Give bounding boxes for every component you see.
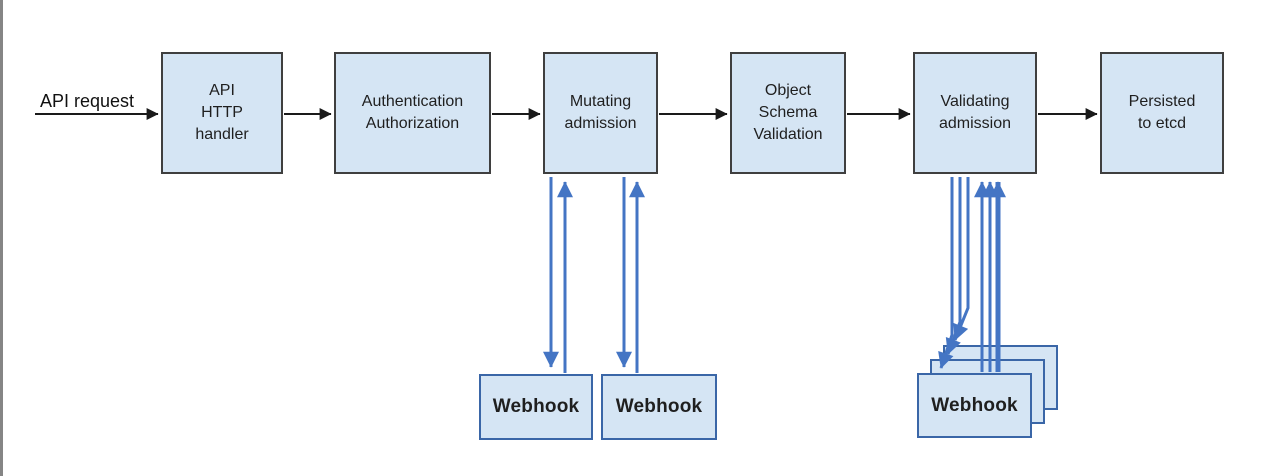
api-request-label: API request bbox=[40, 91, 135, 111]
node-label: Persisted to etcd bbox=[1128, 93, 1196, 132]
screen-edge-artifact bbox=[0, 0, 3, 476]
mutating-webhook-box-2: Webhook bbox=[601, 374, 717, 440]
node-api-http-handler: API HTTP handler bbox=[161, 52, 283, 174]
node-validating-admission: Validating admission bbox=[913, 52, 1037, 174]
node-label: Authentication Authorization bbox=[361, 93, 464, 132]
node-label: Object Schema Validation bbox=[753, 82, 823, 143]
validating-webhook-box-front: Webhook bbox=[917, 373, 1032, 438]
mutating-webhook-box-1: Webhook bbox=[479, 374, 593, 440]
webhook-label: Webhook bbox=[615, 396, 703, 417]
node-mutating-admission: Mutating admission bbox=[543, 52, 658, 174]
node-authentication-authorization: Authentication Authorization bbox=[334, 52, 491, 174]
webhook-label: Webhook bbox=[492, 396, 580, 417]
validating-webhook-down-arrow-1 bbox=[938, 177, 954, 369]
validating-webhook-arrows bbox=[938, 177, 1006, 372]
node-label: Validating admission bbox=[938, 93, 1012, 132]
validating-webhook-down-arrow-2 bbox=[945, 177, 962, 355]
mutating-webhook-arrows bbox=[543, 177, 645, 373]
node-object-schema-validation: Object Schema Validation bbox=[730, 52, 846, 174]
node-label: Mutating admission bbox=[564, 93, 637, 132]
node-persisted-to-etcd: Persisted to etcd bbox=[1100, 52, 1224, 174]
node-label: API HTTP handler bbox=[195, 82, 249, 143]
webhook-label: Webhook bbox=[931, 394, 1018, 416]
validating-webhook-down-arrow-3 bbox=[953, 177, 970, 341]
